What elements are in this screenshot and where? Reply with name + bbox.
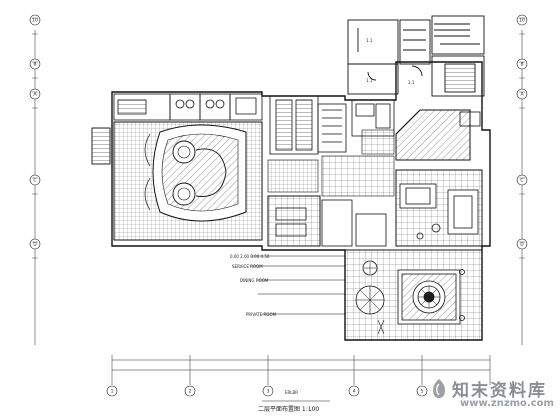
right-axis-bubble: C (516, 174, 528, 186)
svg-text:5: 5 (421, 389, 424, 395)
svg-text:C: C (520, 178, 523, 184)
bottom-dimension: 1 2 3 4 5 (106, 355, 491, 397)
left-axis: 10B A C D (29, 14, 41, 345)
svg-text:D: D (520, 242, 524, 248)
scale-small-label: ERLBR (285, 390, 298, 395)
service-block (267, 95, 387, 247)
watermark-site-name: 知末资料库 (452, 381, 547, 401)
svg-text:C: C (33, 178, 36, 184)
room-label-3: 1.1 (408, 80, 415, 85)
right-axis-bubble: 10 (516, 14, 528, 26)
svg-text:10: 10 (32, 18, 38, 24)
left-axis-bubble: A (29, 88, 41, 100)
right-axis-bubble: D (516, 238, 528, 250)
svg-text:B: B (520, 62, 523, 68)
svg-text:10: 10 (519, 18, 525, 24)
room-label-1: 1.1 (366, 38, 373, 43)
svg-text:1: 1 (111, 389, 114, 395)
bottom-axis-bubble: 1 (106, 385, 118, 397)
main-hall (113, 121, 263, 241)
svg-text:A: A (520, 92, 524, 98)
left-axis-bubble: C (29, 174, 41, 186)
top-rooms (113, 93, 263, 121)
left-axis-bubble: 10 (29, 14, 41, 26)
room-label-2: 1.1 (366, 78, 373, 83)
corridor (267, 129, 395, 197)
svg-text:A: A (33, 92, 37, 98)
right-axis-bubble: A (516, 88, 528, 100)
svg-text:D: D (33, 242, 37, 248)
annex-rooms (347, 15, 485, 97)
annotation-4: PRIVATE ROOM (246, 312, 277, 317)
svg-text:3: 3 (267, 389, 270, 395)
svg-text:2: 2 (189, 389, 192, 395)
watermark: 知末资料库 www.znzmo.com (430, 370, 556, 414)
annotation-3: DINING ROOM (240, 278, 269, 283)
drawing-caption: 二层平面布置图 1:100 (258, 406, 320, 413)
bottom-axis-bubble: 4 (348, 385, 360, 397)
left-axis-bubble: D (29, 238, 41, 250)
small-text: 1.1 1.1 1.1 0.00 2.00 3.00 4.50 SERVICE … (230, 38, 415, 395)
right-axis-bubble: B (516, 58, 528, 70)
bottom-axis-bubble: 2 (184, 385, 196, 397)
svg-text:B: B (33, 62, 36, 68)
watermark-logo-icon (433, 379, 445, 398)
terrace (344, 249, 483, 341)
dining-areas (351, 99, 483, 247)
svg-text:4: 4 (353, 389, 356, 395)
watermark-url: www.znzmo.com (460, 398, 554, 409)
bottom-axis-bubble: 3 (262, 385, 274, 397)
right-axis: 10B A C D (516, 14, 528, 345)
building-outline (111, 61, 491, 341)
bottom-axis-bubble: 5 (416, 385, 428, 397)
left-stair (91, 127, 111, 165)
leader-lines (250, 255, 345, 315)
left-axis-bubble: B (29, 58, 41, 70)
annotation-2: SERVICE ROOM (232, 264, 263, 269)
annotation-1: 0.00 2.00 3.00 4.50 (230, 254, 270, 259)
